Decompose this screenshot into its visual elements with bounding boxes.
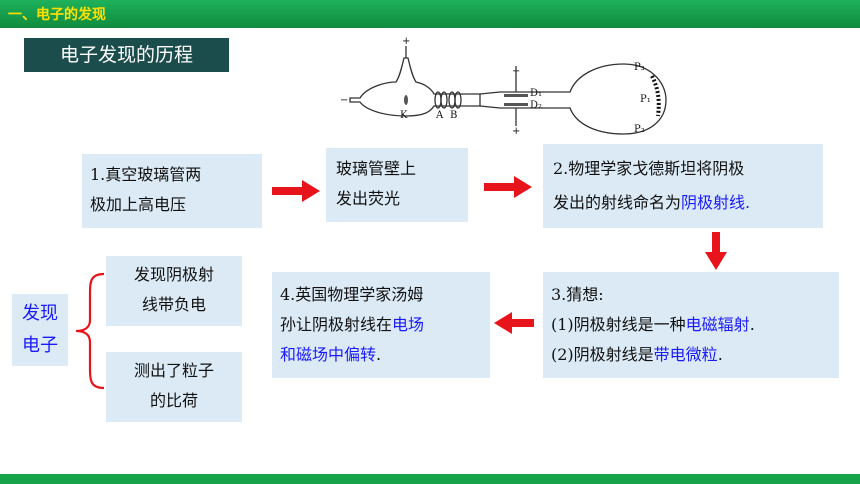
label-d2: D₂	[530, 100, 542, 111]
step3-line1: 3.猜想:	[551, 285, 604, 304]
label-plus-bottom: +	[512, 126, 520, 136]
step3-box: 3.猜想: (1)阴极射线是一种电磁辐射. (2)阴极射线是带电微粒.	[543, 272, 839, 378]
label-p3: P₃	[634, 62, 645, 73]
label-b: B	[450, 110, 457, 121]
arrow-down-icon	[705, 232, 727, 270]
step1-box: 1.真空玻璃管两 极加上高电压	[82, 154, 262, 228]
step1-line2: 极加上高电压	[90, 195, 187, 214]
footer-bar	[0, 474, 860, 484]
step4-line2: 孙让阴极射线在	[280, 315, 393, 334]
label-p1: P₁	[640, 94, 651, 105]
glow-line2: 发出荧光	[336, 189, 401, 208]
arrow-left-icon	[494, 312, 534, 334]
label-minus-left: −	[340, 95, 348, 106]
step3-highlight1: 电磁辐射	[685, 315, 750, 334]
step3-line2: (1)阴极射线是一种	[551, 315, 686, 334]
arrow-right-icon	[272, 180, 320, 202]
label-a: A	[435, 110, 444, 121]
step1-line1: 1.真空玻璃管两	[90, 165, 202, 184]
arrow-right-icon	[484, 176, 532, 198]
result1-line1: 发现阴极射	[133, 265, 214, 284]
step3-highlight2: 带电微粒	[653, 345, 718, 364]
label-d1: D₁	[530, 88, 542, 99]
label-p2: P₂	[634, 124, 645, 135]
step3-line3-end: .	[717, 345, 723, 364]
label-k: K	[400, 110, 408, 121]
cathode-ray-tube-diagram: + − K A B − + D₁ D₂ P₃ P₁ P₂	[340, 36, 667, 136]
step4-line3-end: .	[376, 345, 382, 364]
step2-line2: 发出的射线命名为	[553, 193, 682, 212]
header-bar: 一、电子的发现	[0, 0, 860, 28]
label-plus-top: +	[402, 36, 410, 47]
step4-highlight1: 电场	[392, 315, 425, 334]
curly-brace-icon	[75, 272, 105, 390]
result1-line2: 线带负电	[141, 295, 206, 314]
step3-line2-end: .	[749, 315, 755, 334]
result1-box: 发现阴极射 线带负电	[106, 256, 242, 326]
discover-label-line1: 发现	[22, 303, 58, 324]
discover-electron-label: 发现 电子	[12, 294, 68, 366]
step4-box: 4.英国物理学家汤姆 孙让阴极射线在电场 和磁场中偏转.	[272, 272, 490, 378]
step4-highlight2: 和磁场中偏转	[280, 345, 377, 364]
section-title: 一、电子的发现	[8, 7, 106, 23]
step2-highlight: 阴极射线.	[681, 193, 751, 212]
result2-box: 测出了粒子 的比荷	[106, 352, 242, 422]
step3-line3: (2)阴极射线是	[551, 345, 654, 364]
step4-line1: 4.英国物理学家汤姆	[280, 285, 424, 304]
step2-box: 2.物理学家戈德斯坦将阴极 发出的射线命名为阴极射线.	[543, 144, 823, 228]
label-minus-top: −	[512, 66, 520, 77]
glow-box: 玻璃管壁上 发出荧光	[326, 148, 468, 222]
result2-line1: 测出了粒子	[133, 361, 214, 380]
step2-line1: 2.物理学家戈德斯坦将阴极	[553, 159, 745, 178]
glow-line1: 玻璃管壁上	[336, 159, 417, 178]
discover-label-line2: 电子	[22, 335, 58, 356]
page-subtitle: 电子发现的历程	[24, 38, 229, 72]
result2-line2: 的比荷	[149, 391, 198, 410]
